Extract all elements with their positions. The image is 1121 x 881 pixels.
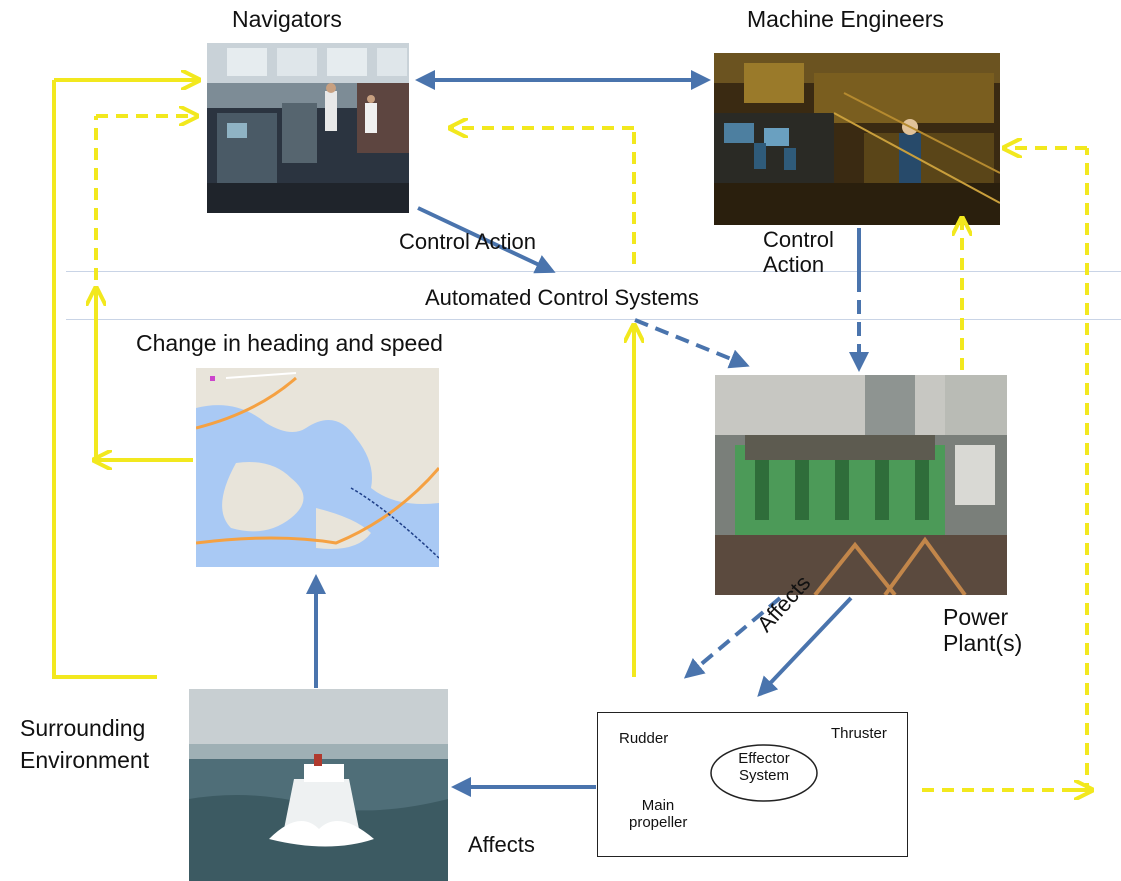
effector-system-label: Effector System xyxy=(709,750,819,785)
engine-affects-dashed-arrow xyxy=(683,596,782,679)
power-plant-line1: Power xyxy=(943,604,1009,630)
navigators-label: Navigators xyxy=(232,6,342,32)
power-plant-line2: Plant(s) xyxy=(943,630,1023,657)
env-feedback-line xyxy=(52,80,157,679)
separator-line-top xyxy=(66,271,1121,272)
main-propeller-line1: Main xyxy=(641,797,675,814)
effector-dashed-loop xyxy=(922,148,1089,792)
separator-line-bottom xyxy=(66,319,1121,320)
navigator-control-arrow xyxy=(417,206,556,274)
map-image xyxy=(196,368,439,567)
thruster-label: Thruster xyxy=(831,725,887,742)
effector-ellipse xyxy=(710,744,818,802)
surrounding-line2: Environment xyxy=(20,747,150,774)
main-propeller-label: Main propeller xyxy=(629,797,687,832)
engine-affects-solid-arrow xyxy=(757,596,853,697)
automated-control-systems-label: Automated Control Systems xyxy=(425,285,699,310)
affects-bottom-label: Affects xyxy=(468,832,535,857)
control-action-left-label: Control Action xyxy=(399,229,536,254)
machine-engineers-label: Machine Engineers xyxy=(747,6,944,32)
control-action-right-line1: Control xyxy=(763,227,834,252)
power-plant-label: Power Plant(s) xyxy=(943,604,1022,657)
surrounding-environment-label: Surrounding Environment xyxy=(20,712,149,776)
engine-control-room-photo xyxy=(714,53,1000,225)
main-propeller-line2: propeller xyxy=(629,814,688,832)
ship-at-sea-photo xyxy=(189,689,448,881)
change-heading-speed-label: Change in heading and speed xyxy=(136,330,443,356)
acs-to-engine-arrow xyxy=(634,318,750,369)
surrounding-line1: Surrounding xyxy=(20,715,146,741)
effector-line1: Effector xyxy=(738,750,790,767)
engine-photo xyxy=(715,375,1007,595)
effector-line2: System xyxy=(738,767,789,785)
control-action-right-line2: Action xyxy=(763,252,825,278)
rudder-label: Rudder xyxy=(619,730,669,747)
control-action-right-label: Control Action xyxy=(763,227,834,278)
bridge-photo xyxy=(207,43,409,213)
